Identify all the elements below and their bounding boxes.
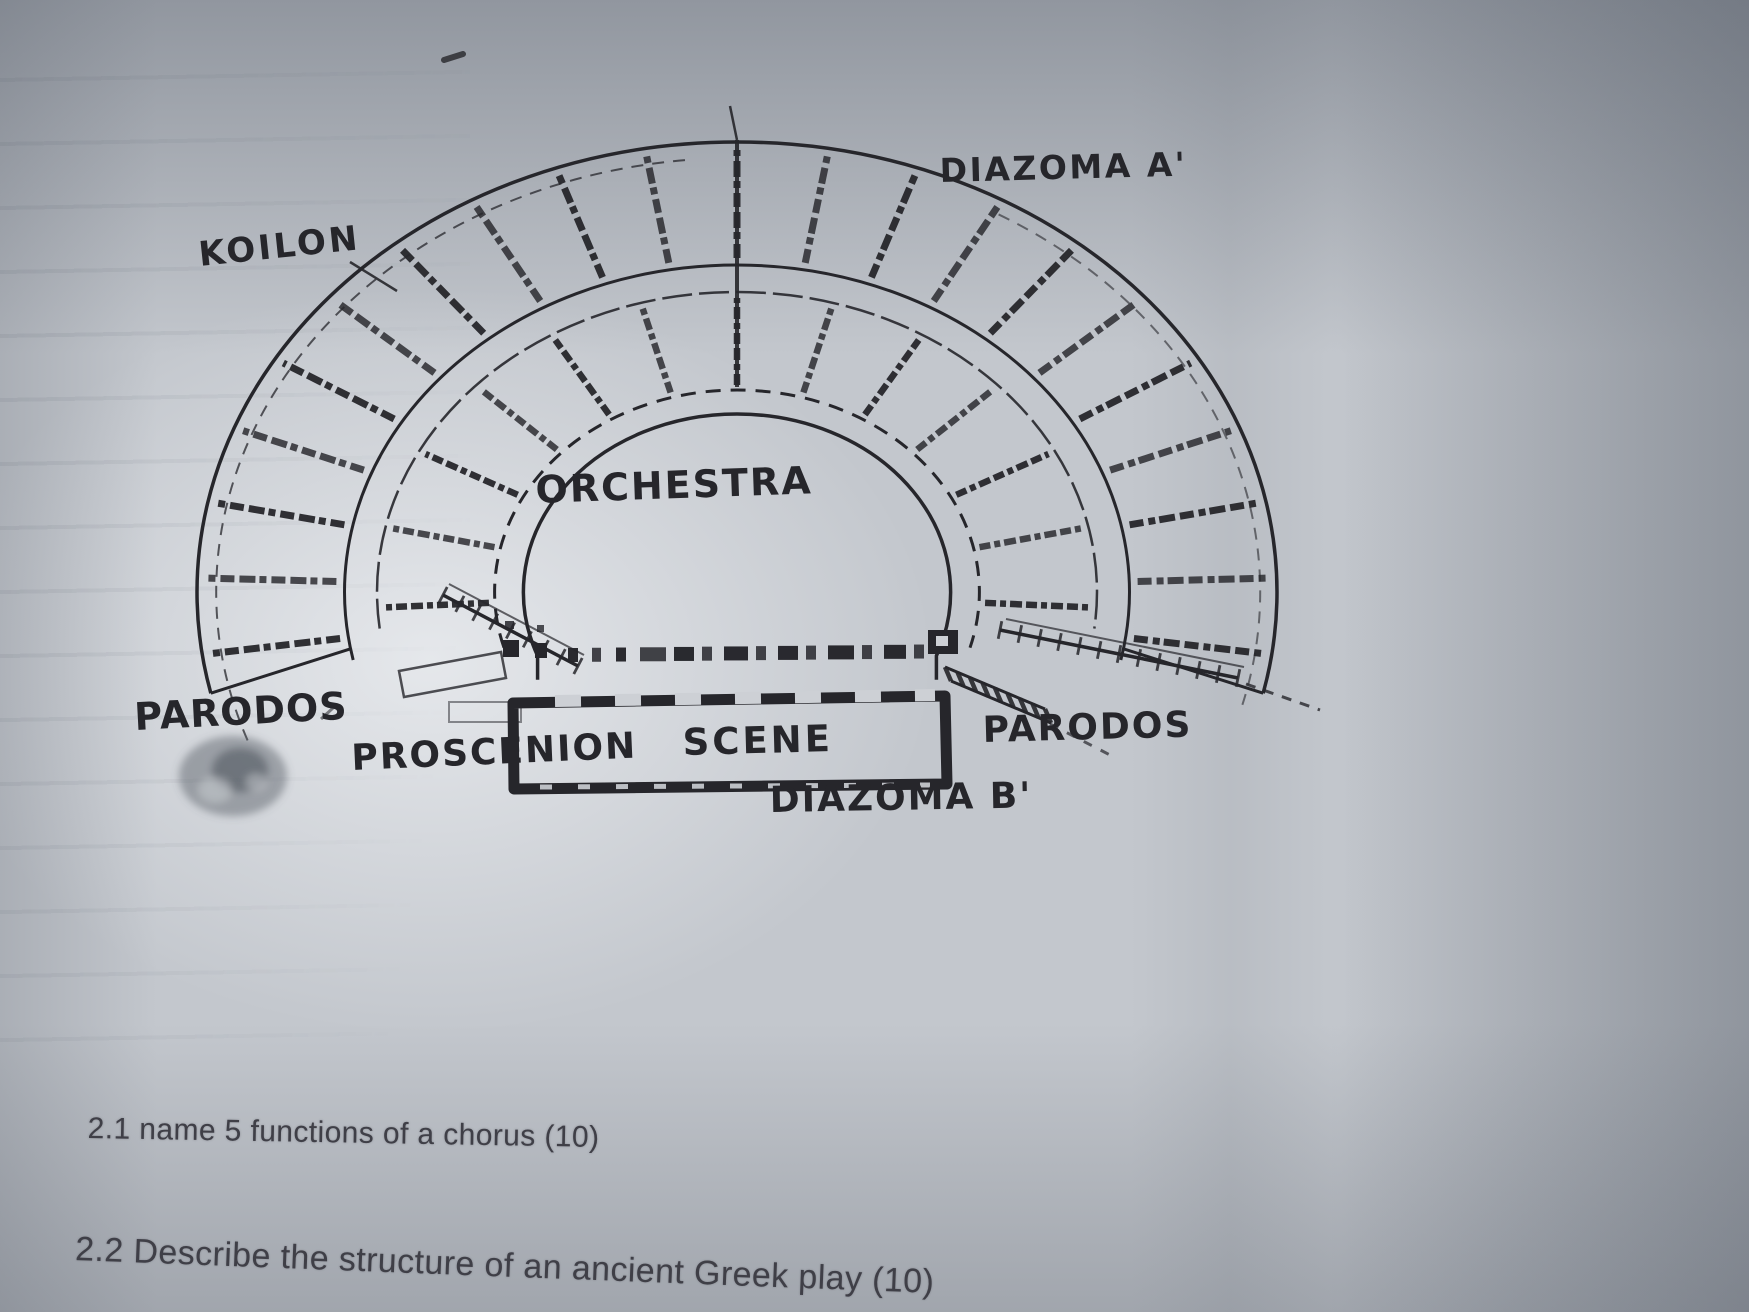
label-orchestra: ORCHESTRA: [535, 458, 814, 512]
label-diazoma-a: DIAZOMA A': [939, 145, 1188, 190]
label-koilon: KOILON: [197, 218, 362, 275]
ink-smudge: [179, 736, 287, 816]
label-diazoma-b: DIAZOMA B': [769, 775, 1032, 821]
theatre-drawing: [195, 51, 1321, 795]
label-scene: SCENE: [682, 717, 833, 764]
label-parodos-left: PARODOS: [133, 684, 349, 739]
label-parodos-right: PARODOS: [982, 705, 1193, 751]
label-proscenion: PROSCENION: [351, 726, 638, 779]
